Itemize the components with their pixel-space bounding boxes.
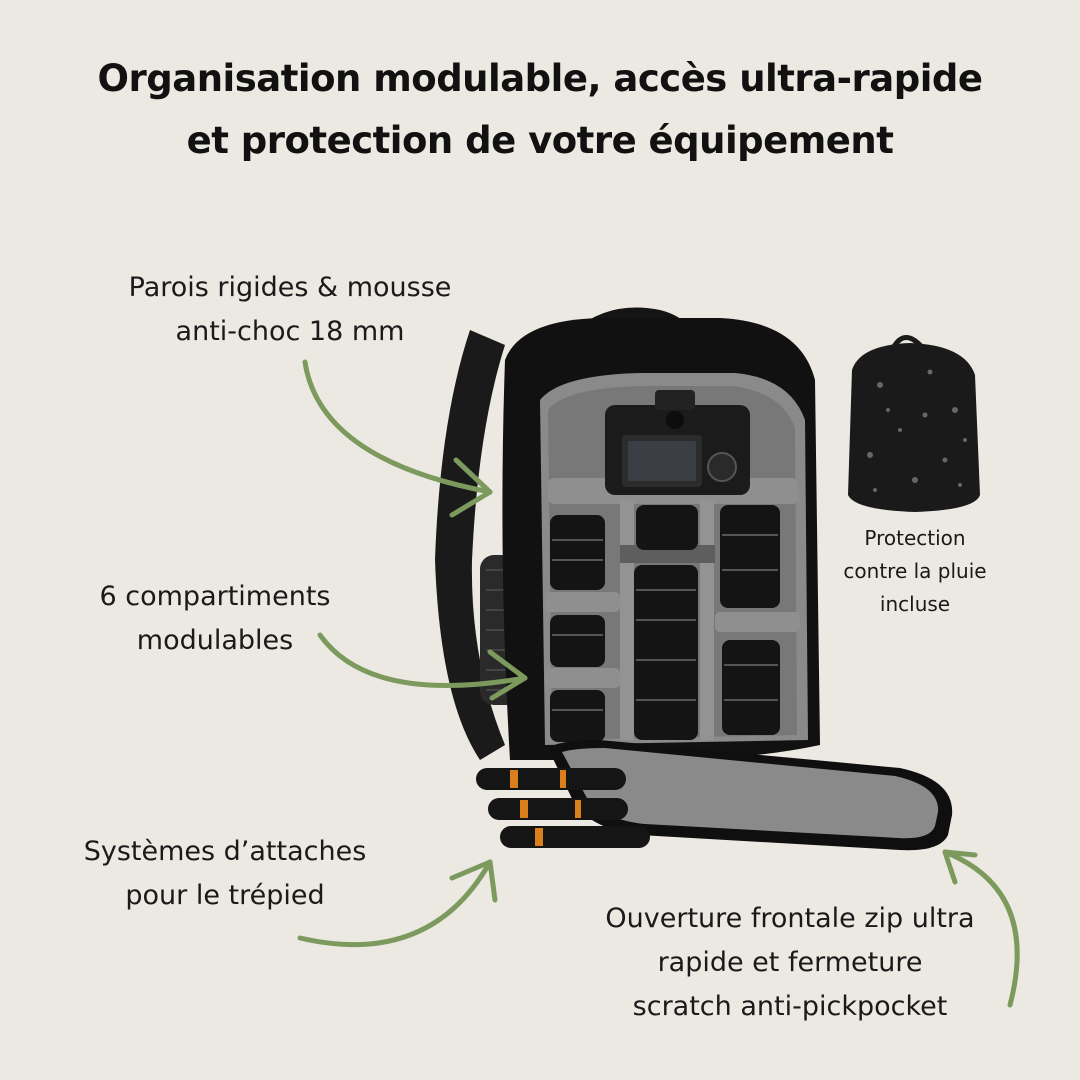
callout-tripod-line-1: Systèmes d’attaches (83, 836, 367, 867)
callout-front-opening-line-3: scratch anti-pickpocket (632, 991, 948, 1022)
callout-compartments-line-1: 6 compartiments (99, 581, 331, 612)
title-line-2: et protection de votre équipement (186, 119, 894, 162)
callout-rain-cover: Protection contre la pluie incluse (820, 522, 1010, 621)
callout-compartments-line-2: modulables (136, 625, 294, 656)
callout-rain-cover-line-3: incluse (879, 592, 951, 616)
callout-rigid-walls-line-1: Parois rigides & mousse (128, 272, 452, 303)
callout-rigid-walls-line-2: anti-choc 18 mm (175, 316, 405, 347)
title-line-1: Organisation modulable, accès ultra-rapi… (97, 57, 983, 100)
callout-rain-cover-line-1: Protection (864, 526, 966, 550)
rain-cover-illustration (848, 335, 980, 512)
page-title: Organisation modulable, accès ultra-rapi… (0, 48, 1080, 172)
arrow-opening-icon (942, 849, 1020, 1008)
callout-tripod-line-2: pour le trépied (125, 880, 325, 911)
backpack-illustration (435, 307, 953, 851)
callout-rain-cover-line-2: contre la pluie (843, 559, 987, 583)
arrow-tripod-icon (297, 859, 498, 947)
arrow-compartments-icon (317, 632, 528, 701)
callout-front-opening-line-2: rapide et fermeture (657, 947, 923, 978)
arrow-walls-icon (302, 359, 493, 518)
callout-front-opening-line-1: Ouverture frontale zip ultra (605, 903, 975, 934)
callout-front-opening: Ouverture frontale zip ultra rapide et f… (575, 897, 1005, 1029)
callout-compartments: 6 compartiments modulables (70, 575, 360, 663)
tripod-illustration (476, 768, 650, 848)
callout-rigid-walls: Parois rigides & mousse anti-choc 18 mm (100, 266, 480, 354)
callout-tripod: Systèmes d’attaches pour le trépied (50, 830, 400, 918)
